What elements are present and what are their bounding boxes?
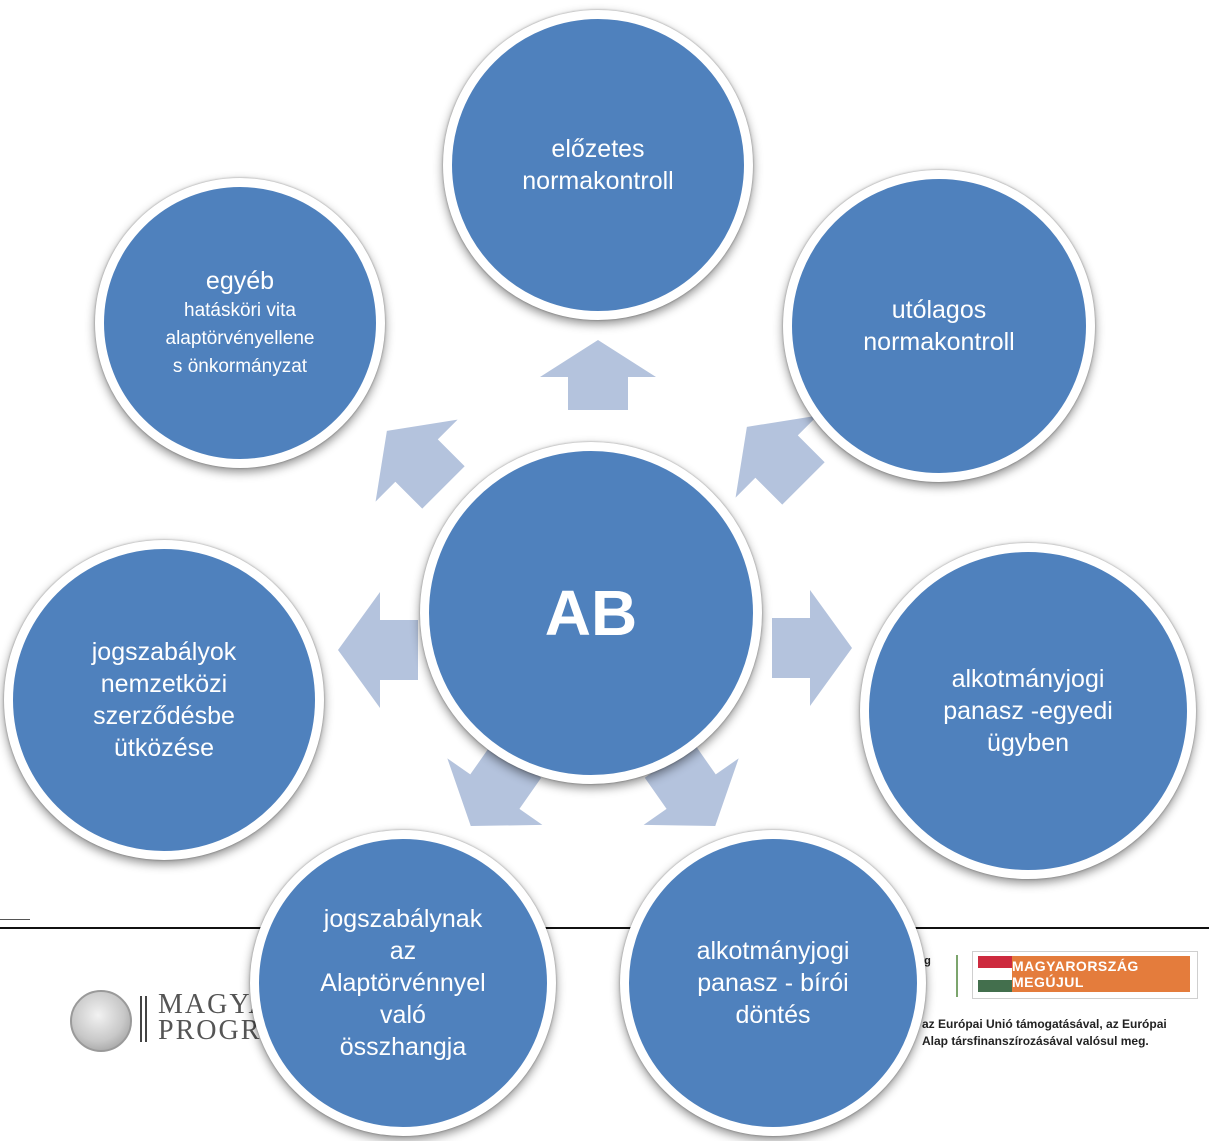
node-alkotmanyjogi-panasz-biroi: alkotmányjogi panasz - bírói döntés: [620, 830, 926, 1136]
node-center-ab: AB: [420, 442, 762, 784]
hungarian-flag-icon: [978, 956, 1012, 992]
eu-funding-text: az Európai Unió támogatásával, az Európa…: [922, 1017, 1167, 1048]
arrow-to-top-right: [735, 415, 825, 505]
arrow-to-top-left: [375, 419, 465, 509]
logo-bars: [140, 996, 150, 1042]
footer-divider: [0, 927, 1209, 929]
flag-green: [978, 980, 1012, 992]
flag-red: [978, 956, 1012, 968]
magyarorszag-megujul-badge: MAGYARORSZÁG MEGÚJUL: [1012, 956, 1190, 992]
node-nemzetkozi-szerzodes: jogszabályok nemzetközi szerződésbe ütkö…: [4, 540, 324, 860]
flag-white: [978, 968, 1012, 980]
node-egyeb: egyéb hatásköri vita alaptörvényellene s…: [95, 178, 385, 468]
node-elozetes-normakontroll: előzetes normakontroll: [443, 10, 753, 320]
node-alkotmanyjogi-panasz-egyedi: alkotmányjogi panasz -egyedi ügyben: [860, 543, 1196, 879]
mm-logo-frame: [972, 951, 1198, 999]
node-utolagos-normakontroll: utólagos normakontroll: [783, 170, 1095, 482]
portrait-icon: [70, 990, 132, 1052]
footer-tick: [0, 919, 30, 920]
arrow-to-left: [338, 592, 418, 708]
arrow-to-right: [772, 590, 852, 706]
logo-separator: [956, 955, 958, 997]
arrow-to-top: [540, 340, 656, 410]
node-jogszabalynak-osszhangja: jogszabálynak az Alaptörvénnyel való öss…: [250, 830, 556, 1136]
center-label: AB: [544, 577, 638, 649]
